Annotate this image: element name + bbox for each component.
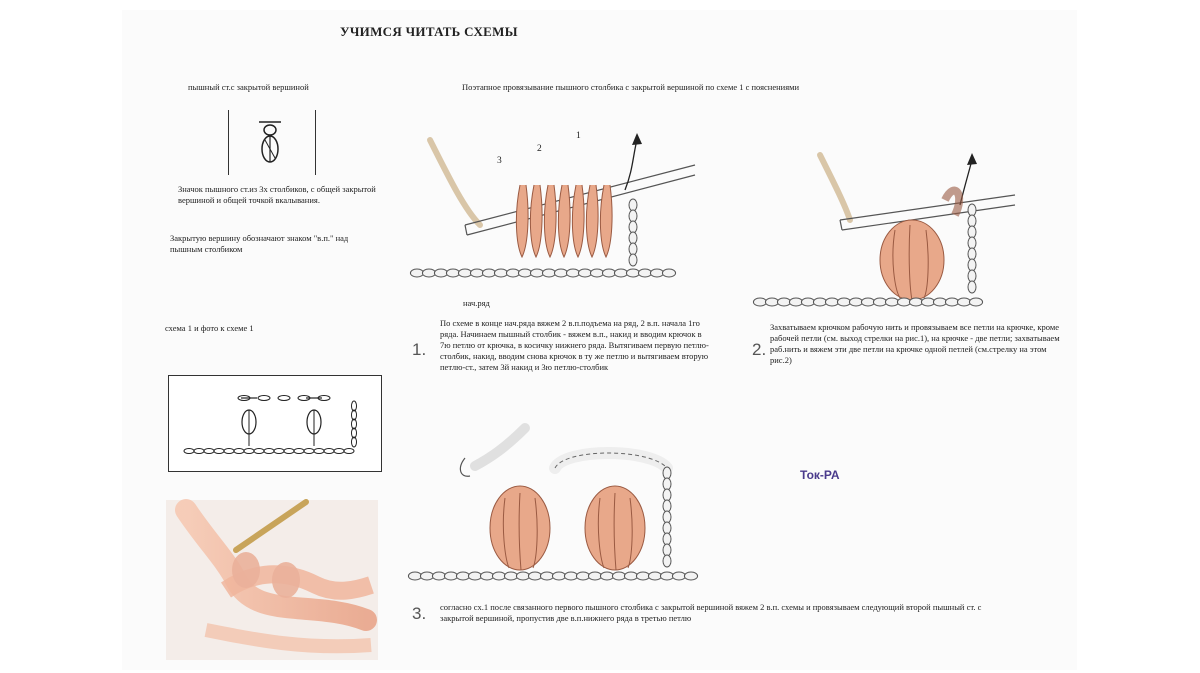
page-title: УЧИМСЯ ЧИТАТЬ СХЕМЫ [340, 24, 518, 39]
step-1-illustration [409, 133, 696, 278]
step-3-number: 3. [412, 604, 427, 623]
signature: Ток-РА [800, 468, 840, 482]
symbol-description: Значок пышного ст.из 3х столбиков, с общ… [178, 184, 376, 205]
step-1-label-1: 1 [576, 131, 581, 141]
puff-stitch-symbol [259, 121, 281, 163]
scheme-1-svg [183, 395, 357, 454]
step-1-label-2: 2 [537, 144, 542, 154]
step-3-illustration [407, 423, 699, 581]
scheme-1-diagram [168, 375, 382, 472]
base-row-label: нач.ряд [463, 298, 490, 308]
step-1-number: 1. [412, 340, 427, 359]
step-1-text: По схеме в конце нач.ряда вяжем 2 в.п.по… [440, 318, 709, 372]
crochet-photo [175, 499, 377, 654]
step-2-text: Захватываем крючком рабочую нить и провя… [770, 322, 1060, 365]
step-1-label-3: 3 [497, 156, 502, 166]
scheme-caption: схема 1 и фото к схеме 1 [165, 323, 254, 333]
stepwise-header: Поэтапное провязывание пышного столбика … [462, 82, 800, 92]
symbol-caption: пышный ст.с закрытой вершиной [188, 82, 309, 92]
step-2-illustration [752, 152, 1016, 307]
step-2-number: 2. [752, 340, 767, 359]
step-3-text: согласно сх.1 после связанного первого п… [440, 602, 982, 623]
symbol-box [228, 110, 316, 175]
closed-top-note: Закрытую вершину обозначают знаком "в.п.… [170, 233, 349, 254]
scheme-1-photo [166, 499, 378, 660]
